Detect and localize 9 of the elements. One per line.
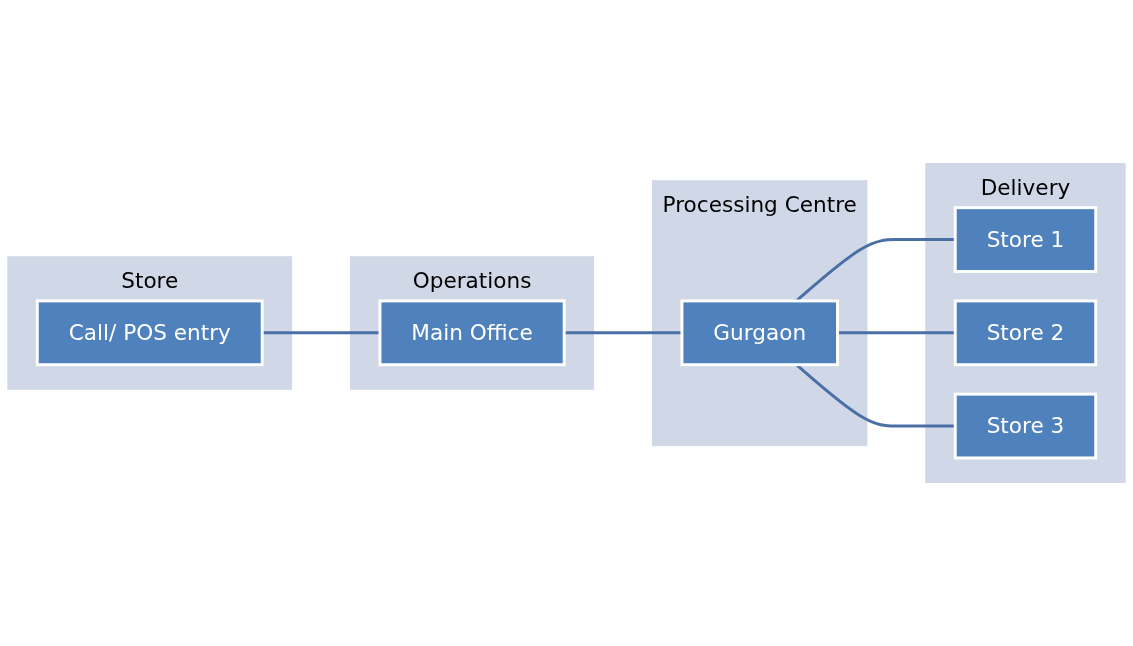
node-box: Store 2 [953, 299, 1098, 367]
connector [262, 331, 380, 335]
connector [564, 331, 682, 335]
node-box: Gurgaon [680, 299, 839, 367]
connector [837, 331, 956, 335]
node-box: Store 3 [953, 392, 1098, 460]
node-box: Main Office [378, 299, 566, 367]
node-box: Store 1 [953, 206, 1098, 273]
node-box: Call/ POS entry [35, 299, 264, 367]
